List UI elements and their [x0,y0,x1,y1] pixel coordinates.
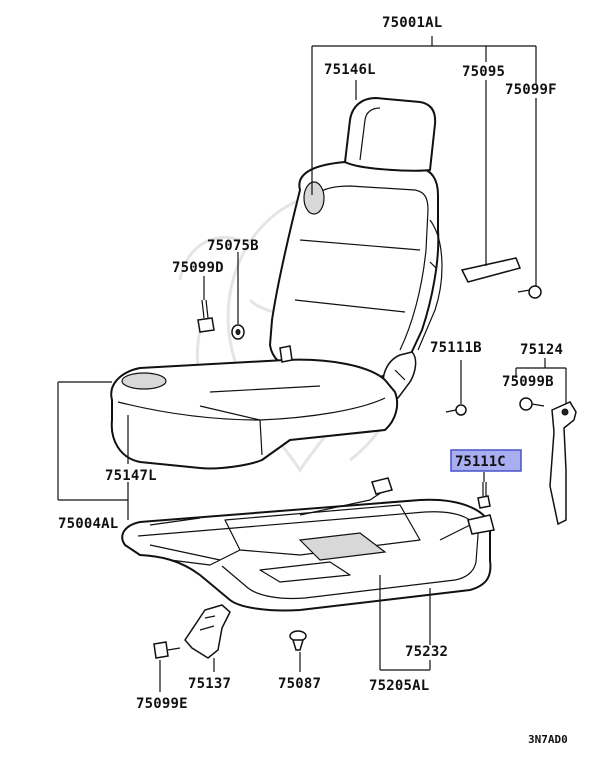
strap-75095[interactable] [460,257,522,283]
label-75111B[interactable]: 75111B [430,340,482,356]
label-75075B[interactable]: 75075B [207,238,259,254]
clip-75087[interactable] [289,630,307,651]
side-patch [303,181,325,215]
label-75087[interactable]: 75087 [278,676,321,692]
seat-back[interactable] [269,97,443,400]
label-75004AL[interactable]: 75004AL [58,516,118,532]
label-75001AL[interactable]: 75001AL [382,15,442,31]
bolt-75099D[interactable] [197,299,215,333]
frame-plate [298,532,387,561]
label-75205AL[interactable]: 75205AL [369,678,429,694]
highlight-box-75111C[interactable] [450,449,522,472]
bolt-75111C[interactable] [477,482,491,509]
screw-75111B[interactable] [445,404,467,416]
screw-75099F[interactable] [517,285,542,299]
part-labels: 75001AL 75146L 75095 75099F 75075B 75099… [58,15,568,746]
label-75124[interactable]: 75124 [520,342,563,358]
label-75095[interactable]: 75095 [462,64,505,80]
label-75232[interactable]: 75232 [405,644,448,660]
seat-frame[interactable] [121,477,495,612]
bolt-75099E[interactable] [153,641,181,659]
seat-cushion[interactable] [110,345,399,470]
washer-75075B[interactable] [231,324,245,340]
bracket-75137[interactable] [184,604,231,659]
label-75137[interactable]: 75137 [188,676,231,692]
diagram-code: 3N7AD0 [528,733,568,746]
label-75146L[interactable]: 75146L [324,62,376,78]
label-75147L[interactable]: 75147L [105,468,157,484]
cushion-patch [121,372,167,390]
label-75099D[interactable]: 75099D [172,260,224,276]
cover-75124[interactable] [549,401,577,526]
label-75111C[interactable]: 75111C [455,454,506,470]
label-75099B[interactable]: 75099B [502,374,554,390]
leader-lines [57,36,567,692]
label-75099F[interactable]: 75099F [505,82,557,98]
bolt-75099B[interactable] [519,397,545,411]
label-75099E[interactable]: 75099E [136,696,188,712]
